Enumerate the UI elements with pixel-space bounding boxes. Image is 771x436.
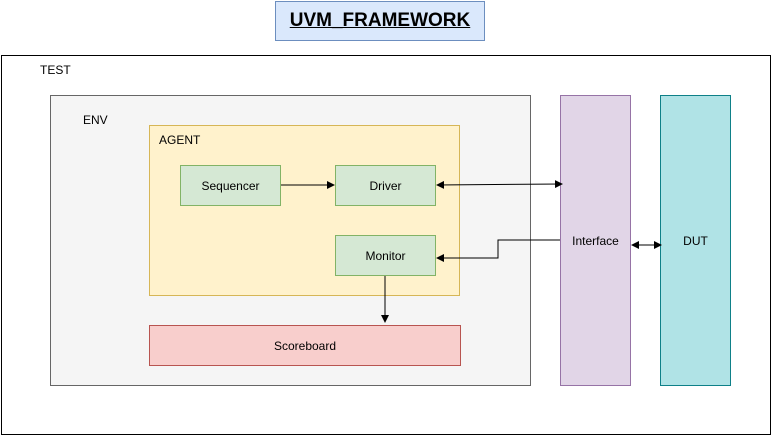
test-label: TEST xyxy=(40,63,71,77)
interface-label: Interface xyxy=(572,233,619,248)
dut-label: DUT xyxy=(683,233,708,248)
driver-block: Driver xyxy=(335,165,436,206)
agent-label: AGENT xyxy=(159,133,201,147)
scoreboard-label: Scoreboard xyxy=(273,338,337,353)
monitor-block: Monitor xyxy=(335,235,436,276)
dut-block: DUT xyxy=(660,95,731,386)
diagram-title: UVM_FRAMEWORK xyxy=(275,1,485,41)
sequencer-block: Sequencer xyxy=(180,165,281,206)
diagram-title-text: UVM_FRAMEWORK xyxy=(289,10,471,31)
interface-block: Interface xyxy=(560,95,631,386)
scoreboard-block: Scoreboard xyxy=(149,325,461,366)
driver-label: Driver xyxy=(369,178,402,193)
sequencer-label: Sequencer xyxy=(201,178,260,193)
monitor-label: Monitor xyxy=(365,248,406,263)
env-label: ENV xyxy=(83,113,108,127)
